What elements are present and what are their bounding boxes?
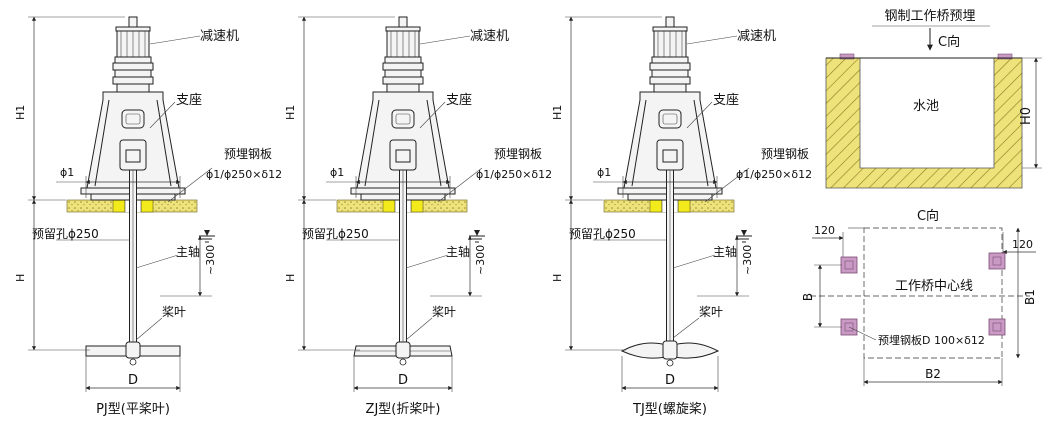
plate-spec-label: ϕ1/ϕ250×δ12 [206, 168, 282, 181]
reducer-label: 减速机 [737, 29, 776, 44]
mixer-tj: 减速机 支座 预埋钢板 ϕ1/ϕ250×δ12 ϕ1 预留孔ϕ250 主轴 ~3… [551, 16, 812, 417]
plate-note-label: 预埋钢板D 100×δ12 [878, 333, 985, 347]
section-title: 钢制工作桥预埋 [884, 9, 975, 24]
embedded-plate [840, 256, 858, 274]
plate-spec-label: ϕ1/ϕ250×δ12 [736, 168, 812, 181]
section-view-label: C向 [938, 34, 960, 50]
propeller-icon [620, 340, 720, 367]
agitator-assembly [350, 16, 456, 351]
shaft-label: 主轴 [713, 244, 737, 259]
phi1-label: ϕ1 [60, 166, 74, 179]
pool-label: 水池 [913, 99, 939, 114]
plan-view-label: C向 [917, 208, 939, 224]
mixer-zj: 减速机 支座 预埋钢板 ϕ1/ϕ250×δ12 ϕ1 预留孔ϕ250 主轴 ~3… [284, 16, 552, 417]
mixer-caption: ZJ型(折桨叶) [366, 401, 441, 417]
blade-label: 桨叶 [432, 305, 456, 319]
embedded-plate [988, 318, 1006, 336]
embedded-plate-label: 预埋钢板 [761, 147, 809, 161]
support-label: 支座 [446, 93, 472, 108]
h1-label: H1 [551, 105, 564, 120]
agitator-assembly [80, 16, 186, 351]
mixer-caption: PJ型(平桨叶) [96, 401, 170, 417]
dim-120-right: 120 [1012, 238, 1033, 251]
bridge-embed-section: 钢制工作桥预埋 C向 水池 H0 [825, 9, 1042, 189]
b2-label: B2 [925, 367, 941, 381]
h-label: H [551, 274, 564, 282]
d-label: D [665, 373, 675, 388]
folded-paddle-icon [353, 341, 453, 366]
reducer-label: 减速机 [200, 29, 239, 44]
shaft-label: 主轴 [446, 244, 470, 259]
reserved-hole-label: 预留孔ϕ250 [569, 227, 636, 241]
d-label: D [398, 373, 408, 388]
support-label: 支座 [176, 93, 202, 108]
mixer-pj: 减速机 支座 预埋钢板 ϕ1/ϕ250×δ12 ϕ1 预留孔ϕ250 主轴 ~3… [14, 16, 282, 417]
support-label: 支座 [713, 93, 739, 108]
h0-label: H0 [1019, 107, 1034, 125]
bridge-plan-view: C向 120 120 工作桥中心线 B B1 预埋钢板D 100×δ12 B2 [801, 208, 1037, 386]
h1-label: H1 [284, 105, 297, 120]
h-label: H [14, 274, 27, 282]
embedded-plate [988, 252, 1006, 270]
approx-300-label: ~300 [741, 245, 754, 275]
h1-label: H1 [14, 105, 27, 120]
phi1-label: ϕ1 [330, 166, 344, 179]
bridge-centerline-label: 工作桥中心线 [895, 279, 973, 294]
approx-300-label: ~300 [474, 245, 487, 275]
b1-label: B1 [1023, 289, 1037, 305]
phi1-label: ϕ1 [597, 166, 611, 179]
embedded-plate-label: 预埋钢板 [494, 147, 542, 161]
reserved-hole-label: 预留孔ϕ250 [32, 227, 99, 241]
d-label: D [128, 373, 138, 388]
b-label: B [801, 293, 815, 301]
shaft-label: 主轴 [176, 244, 200, 259]
h-label: H [284, 274, 297, 282]
embedded-plate-label: 预埋钢板 [224, 147, 272, 161]
flat-paddle-icon [85, 341, 181, 366]
approx-300-label: ~300 [204, 245, 217, 275]
blade-label: 桨叶 [162, 305, 186, 319]
reducer-label: 减速机 [470, 29, 509, 44]
dim-120-left: 120 [814, 224, 835, 237]
reserved-hole-label: 预留孔ϕ250 [302, 227, 369, 241]
agitator-assembly [617, 16, 723, 351]
mixer-caption: TJ型(螺旋桨) [632, 401, 707, 417]
blade-label: 桨叶 [699, 305, 723, 319]
plate-spec-label: ϕ1/ϕ250×δ12 [476, 168, 552, 181]
